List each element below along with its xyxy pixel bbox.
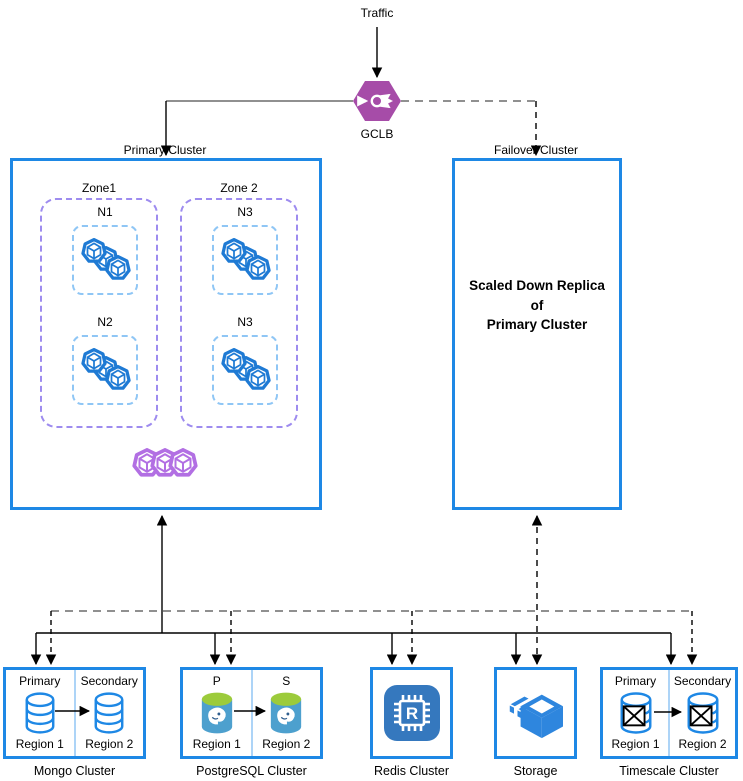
postgres-primary-label: P [212,674,221,688]
zone2-box [180,198,298,428]
postgres-secondary-label: S [282,674,291,688]
node-n1-label: N1 [97,205,113,219]
postgresql-database-icon [201,692,232,733]
postgres-primary-region: P Region 1 [183,670,251,756]
postgresql-cluster-title: PostgreSQL Cluster [196,764,307,778]
traffic-label: Traffic [360,6,394,20]
node-n1-box [72,225,138,295]
node-n2-label: N2 [97,315,113,329]
region-divider [250,670,253,756]
timescale-secondary-region: Secondary Region 2 [670,670,735,756]
pods-icon [221,348,271,390]
redis-letter: R [405,704,417,723]
service-pods-row [132,446,198,480]
timescale-region2-label: Region 2 [678,737,727,751]
mongo-primary-label: Primary [19,674,61,688]
timescale-secondary-label: Secondary [673,674,732,688]
timescale-cluster-box: Primary Region 1 Secondary [600,667,738,759]
postgresql-cluster-box: P Region 1 S [180,667,323,759]
timescale-primary-label: Primary [614,674,657,688]
postgres-region2-label: Region 2 [262,737,311,751]
gclb-label: GCLB [360,127,394,141]
zone1-label: Zone1 [81,181,117,195]
redis-chip-icon: R [383,685,440,741]
failover-line3: Primary Cluster [486,317,588,333]
timescale-region1-label: Region 1 [611,737,660,751]
mongo-region1-label: Region 1 [15,737,64,751]
storage-boxes-icon [506,694,563,739]
pods-icon [81,238,131,280]
pods-icon [81,348,131,390]
zone2-label: Zone 2 [220,181,258,195]
timescale-database-icon [620,691,651,734]
storage-box [494,667,577,759]
storage-title: Storage [513,764,558,778]
timescale-primary-region: Primary Region 1 [603,670,668,756]
failover-line1: Scaled Down Replica [469,278,605,293]
zone1-box [40,198,158,428]
node-n3b-box [212,335,278,405]
redis-cluster-title: Redis Cluster [373,764,450,778]
mongo-secondary-label: Secondary [80,674,138,688]
node-n3a-label: N3 [237,205,253,219]
redis-cluster-box: R [370,667,453,759]
mongodb-database-icon [94,691,124,734]
node-n3a-box [212,225,278,295]
node-n3b-label: N3 [237,315,253,329]
failover-description: Scaled Down Replica of Primary Cluster [452,276,622,335]
node-n2-box [72,335,138,405]
primary-cluster-label: Primary Cluster [123,143,207,157]
failover-cluster-box [452,158,622,510]
mongo-secondary-region: Secondary Region 2 [76,670,144,756]
timescale-cluster-title: Timescale Cluster [619,764,719,778]
purple-pods-icon [132,448,198,477]
mongo-cluster-title: Mongo Cluster [33,764,116,778]
failover-cluster-label: Failover Cluster [493,143,579,157]
region-divider [668,670,670,756]
mongodb-database-icon [25,691,55,734]
mongo-cluster-box: Primary Region 1 Secondary Region 2 [3,667,146,759]
postgresql-database-icon [271,692,302,733]
timescale-database-icon [687,691,718,734]
region-divider [73,670,76,756]
postgres-region1-label: Region 1 [192,737,241,751]
failover-line2: of [530,297,544,313]
postgres-secondary-region: S Region 2 [253,670,321,756]
mongo-region2-label: Region 2 [85,737,134,751]
mongo-primary-region: Primary Region 1 [6,670,74,756]
pods-icon [221,238,271,280]
